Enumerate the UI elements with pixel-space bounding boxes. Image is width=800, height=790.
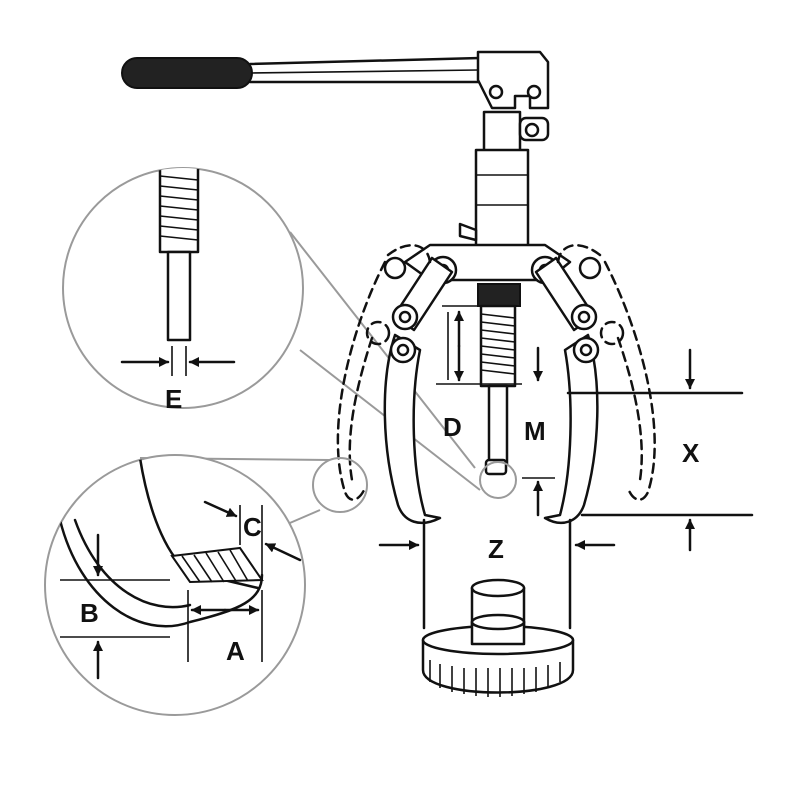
label-e: E (165, 384, 182, 414)
workpiece (421, 578, 575, 697)
label-d: D (443, 412, 462, 442)
callout-jaw-tip: B A C (44, 454, 306, 716)
dimension-m (522, 346, 555, 517)
pump-head (458, 50, 550, 252)
tip-callout-marker (479, 461, 517, 499)
label-b: B (80, 598, 99, 628)
jaws-open-position (336, 244, 656, 501)
jaws (383, 256, 602, 525)
dimension-z (378, 518, 616, 630)
dimension-d (436, 305, 522, 385)
label-a: A (226, 636, 245, 666)
label-x: X (682, 438, 700, 468)
label-c: C (243, 512, 262, 542)
dimension-x (566, 348, 754, 552)
jaw-callout-marker (312, 457, 368, 513)
spindle (479, 304, 517, 476)
link-arms (391, 256, 598, 332)
pump-handle (121, 56, 482, 89)
callout-e: E (62, 167, 304, 414)
label-m: M (524, 416, 546, 446)
label-z: Z (488, 534, 504, 564)
